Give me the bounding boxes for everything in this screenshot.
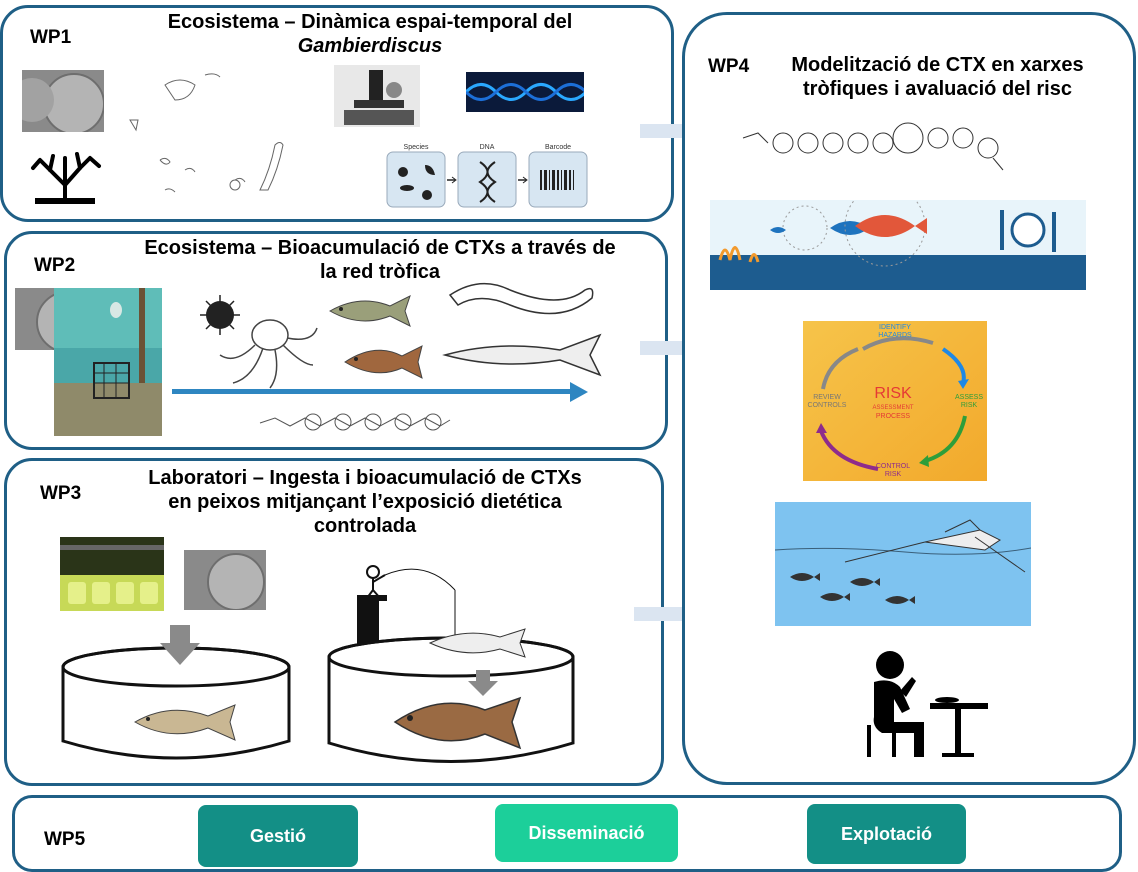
risk-center2: ASSESSMENT — [872, 405, 913, 411]
risk-control2: RISK — [885, 471, 902, 478]
fishing-boat-illustration — [775, 502, 1031, 626]
risk-hazards: HAZARDS — [878, 332, 912, 339]
risk-identify: IDENTIFY — [879, 324, 911, 331]
risk-review: REVIEW — [813, 394, 841, 401]
microscopy-photo-wp3 — [184, 550, 266, 610]
microscope-photo — [334, 65, 420, 127]
fish-in-tank-1 — [133, 704, 236, 741]
wp1-title: Ecosistema – Dinàmica espai-temporal del… — [110, 10, 630, 58]
risk-assessment-cycle: IDENTIFY HAZARDS ASSESS RISK CONTROL RIS… — [803, 321, 987, 481]
microscopy-photo-wp1 — [22, 70, 104, 132]
risk-center: RISK — [874, 385, 912, 402]
wp5-label: WP5 — [44, 829, 86, 850]
ctx-molecule-wp4 — [742, 122, 1004, 171]
food-chain-banner — [710, 200, 1086, 290]
disseminacio-button[interactable]: Disseminació — [495, 804, 678, 862]
grouper-illustration-1 — [344, 345, 423, 379]
wp2-title-line2: la red tròfica — [319, 261, 441, 283]
explotacio-button[interactable]: Explotació — [807, 804, 966, 864]
coral-silhouette — [31, 152, 101, 204]
trophic-chain-arrow — [172, 382, 588, 402]
wp1-title-line1: Ecosistema – Dinàmica espai-temporal del — [167, 11, 573, 33]
down-arrow-tank-2 — [468, 670, 498, 696]
risk-control: CONTROL — [876, 463, 910, 470]
wp2-title: Ecosistema – Bioacumulació de CTXs a tra… — [100, 236, 660, 284]
wp4-title-line1: Modelització de CTX en xarxes — [791, 54, 1084, 76]
grouper-in-tank-2 — [393, 696, 522, 750]
dna-helix-photo — [466, 72, 584, 112]
wp4-title-line2: tròfiques i avaluació del risc — [803, 78, 1072, 100]
wp4-title: Modelització de CTX en xarxes tròfiques … — [765, 53, 1110, 101]
gestio-button[interactable]: Gestió — [198, 805, 358, 867]
urchin-octopus-illustration — [200, 295, 318, 389]
wp3-title: Laboratori – Ingesta i bioacumulació de … — [85, 466, 645, 538]
risk-center3: PROCESS — [876, 413, 911, 420]
person-eating-icon — [867, 651, 988, 757]
risk-assess: ASSESS — [955, 394, 983, 401]
label-barcode: Barcode — [545, 144, 571, 151]
risk-review2: CONTROLS — [808, 402, 847, 409]
wp1-label: WP1 — [30, 27, 72, 48]
fish-illustration-1 — [328, 295, 411, 327]
wp3-title-line1: Laboratori – Ingesta i bioacumulació de … — [148, 467, 582, 489]
wp2-title-line1: Ecosistema – Bioacumulació de CTXs a tra… — [144, 237, 616, 259]
wp4-label: WP4 — [708, 56, 750, 77]
culture-flasks-photo — [60, 537, 164, 611]
bait-fish-illustration — [428, 628, 526, 658]
risk-assess2: RISK — [961, 402, 978, 409]
wp3-title-line2: en peixos mitjançant l’exposició dietéti… — [168, 491, 562, 513]
eel-barracuda-illustration — [442, 282, 602, 377]
label-species: Species — [404, 144, 429, 151]
dna-barcoding-diagram: Species DNA Barcode — [386, 144, 588, 208]
wp3-label: WP3 — [40, 483, 82, 504]
islands-map-illustration-2 — [234, 142, 284, 191]
underwater-trap-photo — [54, 288, 162, 436]
ctx-molecule-wp2 — [259, 413, 451, 431]
wp3-title-line3: controlada — [313, 515, 417, 537]
down-arrow-tank-1 — [160, 625, 200, 665]
label-dna: DNA — [480, 144, 495, 151]
wp1-title-line2: Gambierdiscus — [297, 35, 443, 57]
wp2-label: WP2 — [34, 255, 76, 276]
